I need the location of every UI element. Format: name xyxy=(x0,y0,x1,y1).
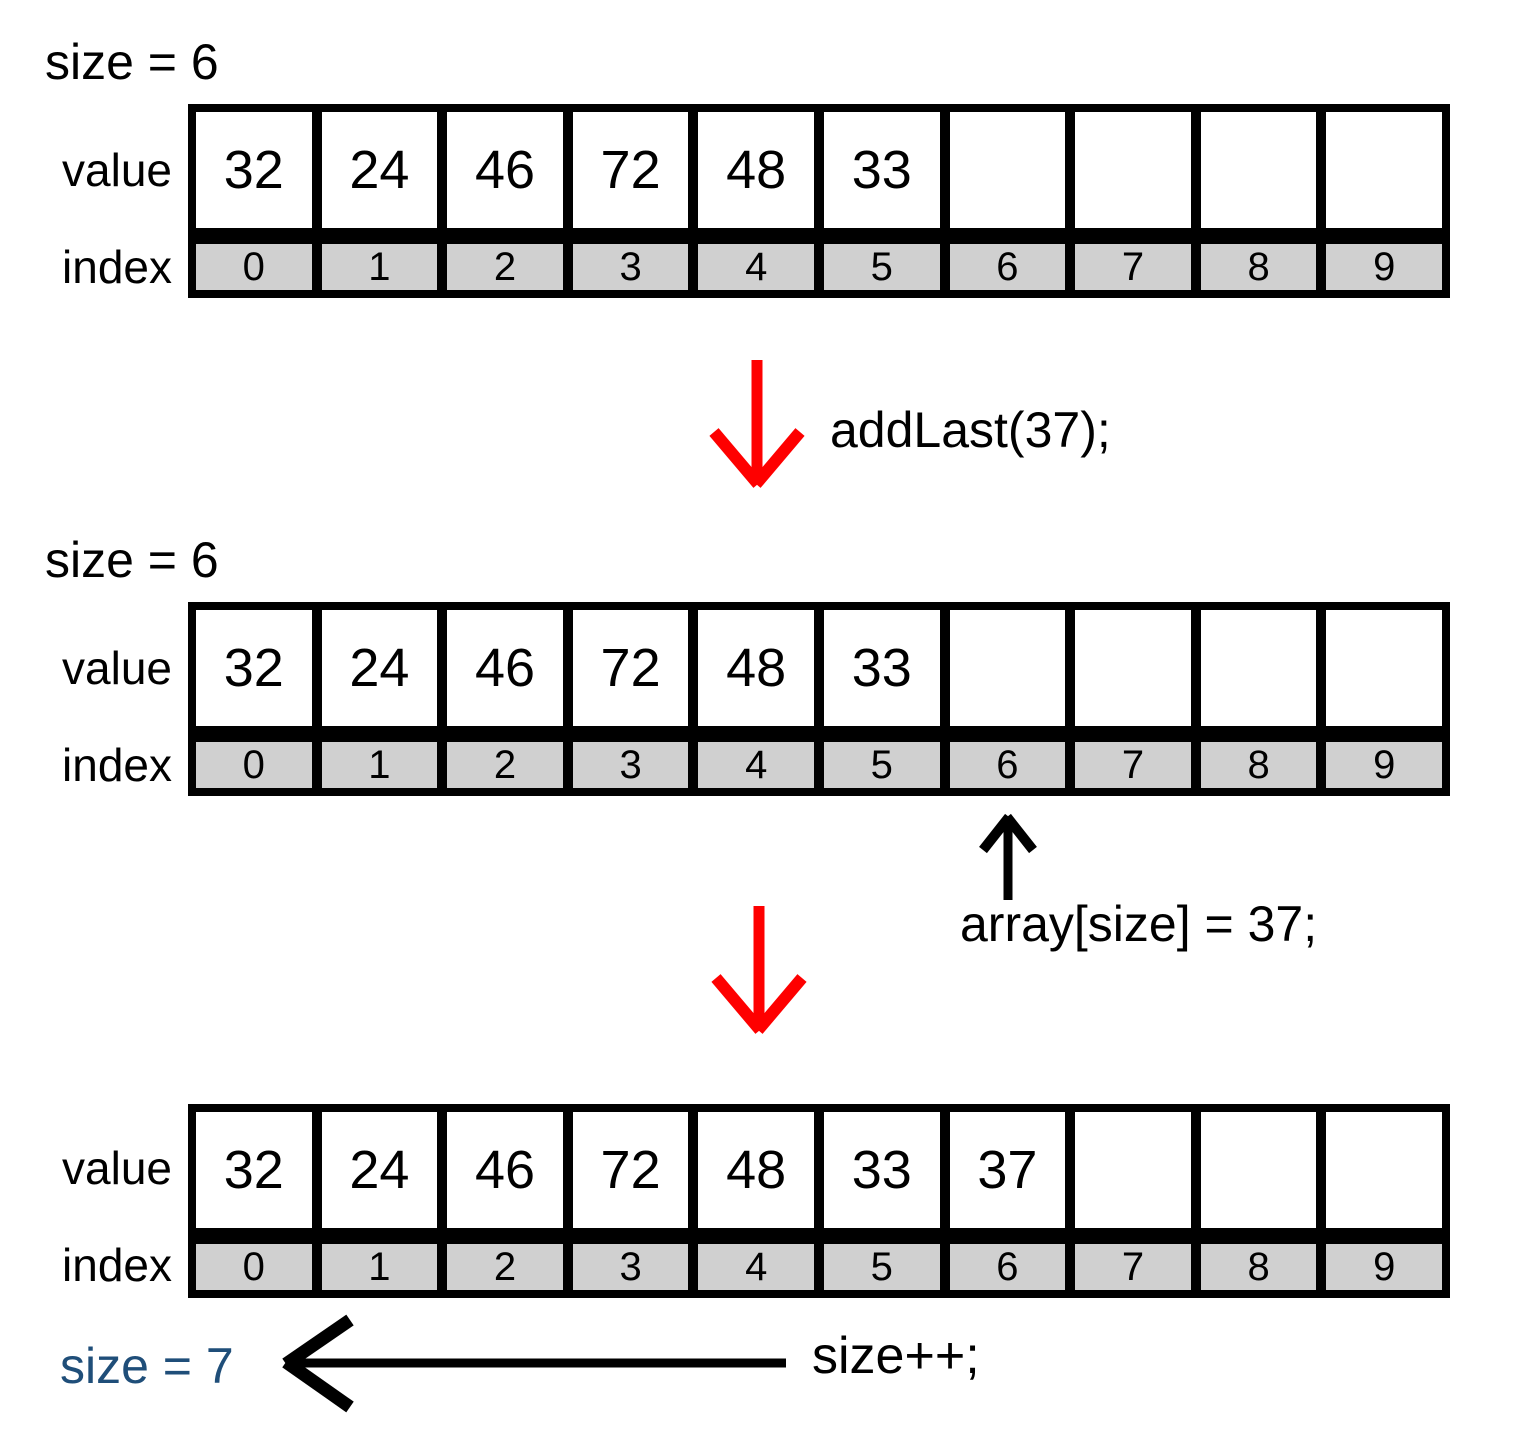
index-cell: 9 xyxy=(1326,244,1442,290)
value-cell xyxy=(1200,610,1317,726)
index-cell: 3 xyxy=(572,1244,689,1290)
index-cell: 4 xyxy=(698,742,814,788)
index-cell: 6 xyxy=(949,1244,1066,1290)
value-cell: 33 xyxy=(823,610,940,726)
value-row-label: value xyxy=(62,1142,172,1194)
left-arrow-icon xyxy=(276,1314,791,1413)
value-cell: 48 xyxy=(698,1112,814,1228)
value-cell: 32 xyxy=(196,610,312,726)
value-cell: 72 xyxy=(572,1112,689,1228)
index-row-label: index xyxy=(62,241,172,293)
index-cell: 3 xyxy=(572,742,689,788)
value-cell xyxy=(1200,1112,1317,1228)
index-cell: 5 xyxy=(823,244,940,290)
value-cell xyxy=(949,112,1066,228)
index-cell: 6 xyxy=(949,244,1066,290)
value-cell xyxy=(1075,112,1191,228)
index-cell: 7 xyxy=(1075,1244,1191,1290)
index-cell: 4 xyxy=(698,244,814,290)
value-cell: 72 xyxy=(572,610,689,726)
index-cell: 7 xyxy=(1075,742,1191,788)
value-cell: 24 xyxy=(321,610,438,726)
value-row-label: value xyxy=(62,144,172,196)
value-cell: 46 xyxy=(447,610,563,726)
index-cell: 4 xyxy=(698,1244,814,1290)
value-cell xyxy=(1326,610,1442,726)
value-cell: 33 xyxy=(823,112,940,228)
index-cell: 5 xyxy=(823,742,940,788)
value-cell: 24 xyxy=(321,112,438,228)
value-cell xyxy=(1200,112,1317,228)
value-cell xyxy=(949,610,1066,726)
index-cell: 9 xyxy=(1326,742,1442,788)
index-cell: 1 xyxy=(321,742,438,788)
value-cell: 32 xyxy=(196,1112,312,1228)
index-cell: 1 xyxy=(321,244,438,290)
index-cell: 0 xyxy=(196,742,312,788)
index-cell: 9 xyxy=(1326,1244,1442,1290)
index-cell: 0 xyxy=(196,244,312,290)
index-cell: 8 xyxy=(1200,1244,1317,1290)
index-cell: 0 xyxy=(196,1244,312,1290)
increment-label: size++; xyxy=(812,1327,980,1385)
index-cell: 2 xyxy=(447,244,563,290)
value-cell: 46 xyxy=(447,1112,563,1228)
index-cell: 3 xyxy=(572,244,689,290)
index-row-label: index xyxy=(62,739,172,791)
value-cell xyxy=(1075,610,1191,726)
size-label-step2: size = 6 xyxy=(45,532,219,588)
operation-label: addLast(37); xyxy=(830,402,1111,458)
value-cell: 33 xyxy=(823,1112,940,1228)
down-arrow-icon xyxy=(704,904,814,1038)
index-row-label: index xyxy=(62,1239,172,1291)
value-cell: 24 xyxy=(321,1112,438,1228)
value-cell xyxy=(1326,112,1442,228)
value-row-label: value xyxy=(62,642,172,694)
index-cell: 8 xyxy=(1200,742,1317,788)
up-arrow-icon xyxy=(976,808,1040,902)
index-cell: 6 xyxy=(949,742,1066,788)
index-cell: 5 xyxy=(823,1244,940,1290)
value-cell: 72 xyxy=(572,112,689,228)
value-cell xyxy=(1326,1112,1442,1228)
index-cell: 2 xyxy=(447,742,563,788)
pointer-label: array[size] = 37; xyxy=(960,896,1318,952)
size-label-step1: size = 6 xyxy=(45,34,219,90)
index-cell: 2 xyxy=(447,1244,563,1290)
index-cell: 7 xyxy=(1075,244,1191,290)
value-cell: 37 xyxy=(949,1112,1066,1228)
value-cell: 48 xyxy=(698,112,814,228)
index-cell: 1 xyxy=(321,1244,438,1290)
value-cell xyxy=(1075,1112,1191,1228)
value-cell: 48 xyxy=(698,610,814,726)
down-arrow-icon xyxy=(702,358,812,492)
value-cell: 46 xyxy=(447,112,563,228)
index-cell: 8 xyxy=(1200,244,1317,290)
size-label-step3: size = 7 xyxy=(60,1338,234,1394)
value-cell: 32 xyxy=(196,112,312,228)
